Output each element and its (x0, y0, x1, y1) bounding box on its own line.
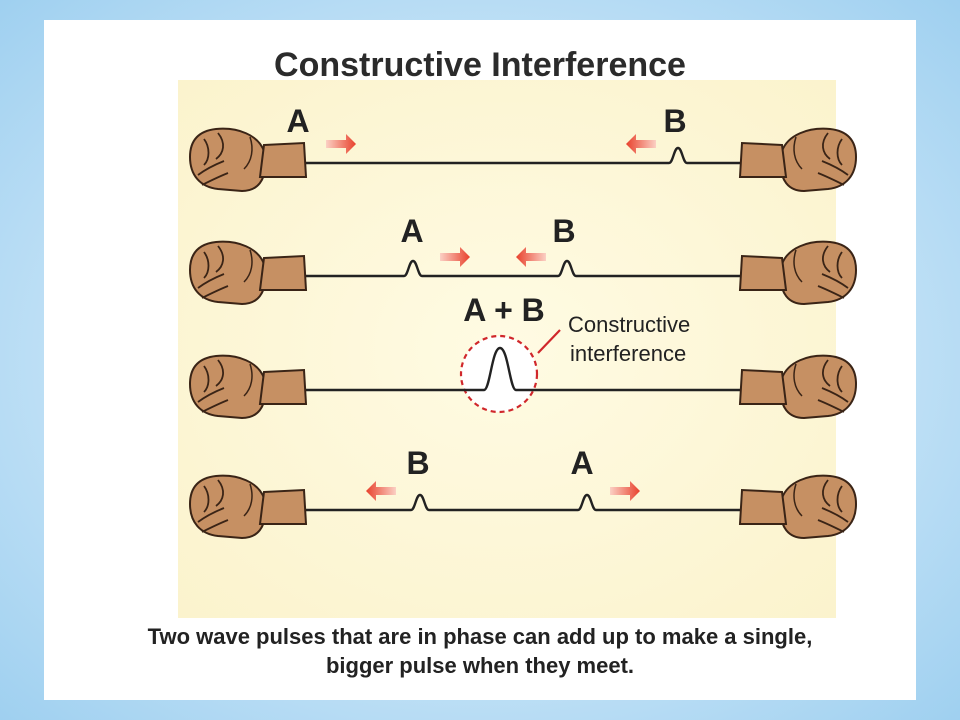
caption: Two wave pulses that are in phase can ad… (44, 622, 916, 680)
interference-diagram: A B A B A + B Constructive interference (178, 80, 857, 618)
left-arrow-icon (516, 247, 546, 267)
row-2: A B (189, 213, 857, 305)
callout-label-line2: interference (570, 341, 686, 366)
callout-label-line1: Constructive (568, 312, 690, 337)
pulse-label: A (570, 445, 593, 481)
interference-highlight-circle (459, 334, 539, 414)
row-3: A + B Constructive interference (189, 292, 857, 419)
row-1: A B (189, 103, 857, 192)
left-arrow-icon (626, 134, 656, 154)
pulse-label: A (400, 213, 423, 249)
right-arrow-icon (326, 134, 356, 154)
rope (254, 259, 744, 278)
diagram-title: Constructive Interference (274, 46, 686, 84)
caption-line-1: Two wave pulses that are in phase can ad… (147, 624, 813, 649)
left-arrow-icon (366, 481, 396, 501)
right-arrow-icon (610, 481, 640, 501)
callout-pointer (537, 329, 561, 354)
pulse-label: B (406, 445, 429, 481)
caption-line-2: bigger pulse when they meet. (325, 653, 635, 678)
slide: Constructive Interference (44, 20, 916, 700)
row-4: B A (189, 445, 857, 539)
rope (254, 493, 744, 512)
pulse-label: A (286, 103, 309, 139)
right-arrow-icon (440, 247, 470, 267)
rope (254, 346, 744, 392)
pulse-label: B (552, 213, 575, 249)
combined-pulse-label: A + B (463, 292, 545, 328)
pulse-label: B (663, 103, 686, 139)
